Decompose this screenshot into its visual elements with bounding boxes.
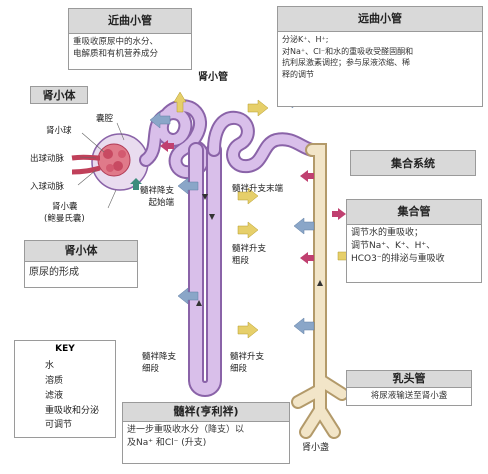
key-item-solute: 溶质 (45, 376, 64, 386)
desc-thin-line-1: 髓袢降支 (142, 352, 177, 362)
distal-line-1: 分泌K⁺、H⁺; (282, 35, 329, 44)
papillary-duct-box: 乳头管 将尿液输送至肾小盏 (346, 370, 472, 406)
efferent-arteriole-label: 出球动脉 (30, 154, 65, 164)
key-item-adjustable: 可调节 (45, 419, 73, 430)
distal-tubule-graphic (207, 110, 319, 174)
collecting-duct-title: 集合管 (347, 200, 481, 225)
leader-lines (77, 122, 125, 209)
loop-of-henle-graphic (188, 142, 222, 397)
loop-line-1: 进一步重吸收水分（降支）以 (127, 425, 245, 435)
loop-line-2: 及Na⁺ 和Cl⁻ (升支) (127, 438, 207, 449)
desc-thick-line-1: 髓袢降支 (140, 186, 175, 196)
distal-line-2: 对Na⁺、Cl⁻和水的重吸收受醛固酮和 (282, 46, 414, 56)
regulated-arrows (160, 140, 346, 264)
desc-thin-label: 髓袢降支 细段 (142, 350, 176, 374)
collecting-duct-graphic (291, 143, 349, 439)
key-title: KEY (55, 344, 75, 354)
proximal-line-2: 电解质和有机营养成分 (73, 49, 159, 60)
asc-thick-line-2: 粗段 (232, 256, 250, 266)
filtrate-arrows (130, 178, 142, 190)
proximal-tubule-box: 近曲小管 重吸收原尿中的水分、 电解质和有机营养成分 (68, 8, 192, 70)
proximal-tubule-graphic (139, 99, 210, 180)
asc-end-label: 髓袢升支末端 (232, 184, 284, 194)
desc-thick-line-2: 起始端 (148, 198, 175, 208)
desc-thin-line-2: 细段 (142, 364, 160, 374)
collecting-line-2: 调节Na⁺、K⁺、H⁺、 (351, 241, 436, 252)
key-item-water: 水 (45, 361, 55, 371)
loop-of-henle-title: 髓袢(亨利袢) (123, 403, 289, 422)
collecting-duct-box: 集合管 调节水的重吸收； 调节Na⁺、K⁺、H⁺、 HCO3⁻的排泌与重吸收 (346, 199, 482, 283)
renal-corpuscle-box: 肾小体 原尿的形成 (24, 240, 138, 288)
papillary-duct-title: 乳头管 (347, 371, 471, 388)
capsule-space-label: 囊腔 (96, 114, 114, 124)
bowman-capsule-label: (鲍曼氏囊) (44, 214, 85, 224)
key-item-regulated: 重吸收和分泌 (45, 405, 100, 416)
capsule-label: 肾小囊 (52, 202, 78, 212)
proximal-line-1: 重吸收原尿中的水分、 (73, 37, 159, 47)
minor-calyx-label: 肾小盏 (302, 443, 330, 453)
renal-corpuscle-box-title: 肾小体 (25, 241, 137, 262)
collecting-line-1: 调节水的重吸收； (351, 228, 424, 238)
asc-thick-label: 髓袢升支 粗段 (232, 242, 266, 266)
distal-line-4: 释的调节 (282, 69, 314, 79)
flow-arrows (196, 194, 323, 306)
renal-corpuscle-top-title: 肾小体 (30, 86, 88, 104)
proximal-tubule-title: 近曲小管 (69, 9, 191, 34)
asc-thin-line-1: 髓袢升支 (230, 352, 265, 362)
asc-thick-line-1: 髓袢升支 (232, 244, 267, 254)
collecting-system-label: 集合系统 (350, 150, 476, 176)
key-item-filtrate: 滤液 (45, 391, 64, 401)
distal-tubule-box: 远曲小管 分泌K⁺、H⁺; 对Na⁺、Cl⁻和水的重吸收受醛固酮和 抗利尿激素调… (277, 6, 483, 107)
asc-thin-label: 髓袢升支 细段 (230, 350, 264, 374)
key-box: KEY 水 溶质 滤液 重吸收和分泌 可调节 (14, 340, 116, 438)
desc-thick-label: 髓袢降支 起始端 (140, 184, 174, 208)
papillary-duct-body: 将尿液输送至肾小盏 (370, 391, 448, 401)
distal-line-3: 抗利尿激素调控；参与尿液浓缩、稀 (282, 58, 410, 68)
renal-corpuscle-box-body: 原尿的形成 (29, 267, 79, 278)
nephron-tubule-label: 肾小管 (198, 72, 228, 83)
loop-of-henle-box: 髓袢(亨利袢) 进一步重吸收水分（降支）以 及Na⁺ 和Cl⁻ (升支) (122, 402, 290, 464)
renal-corpuscle-graphic (71, 133, 149, 191)
distal-tubule-title: 远曲小管 (278, 7, 482, 32)
asc-thin-line-2: 细段 (230, 364, 248, 374)
collecting-line-3: HCO3⁻的排泌与重吸收 (351, 254, 445, 265)
glomerulus-label: 肾小球 (46, 126, 72, 136)
afferent-arteriole-label: 入球动脉 (30, 182, 65, 192)
water-arrows (149, 91, 315, 335)
